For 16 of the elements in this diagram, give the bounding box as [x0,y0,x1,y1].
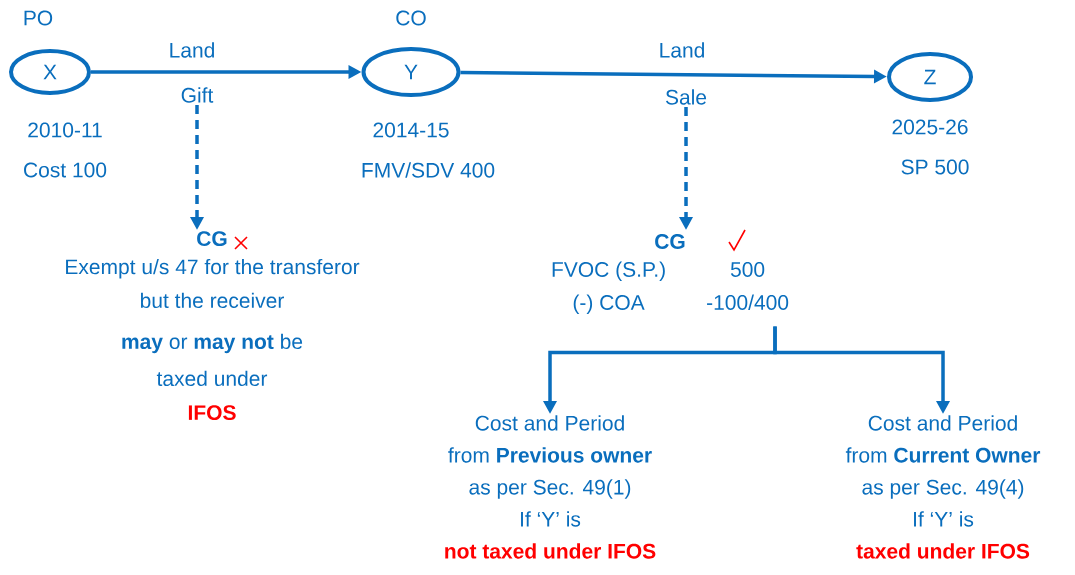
annotation-text: SP 500 [901,159,969,175]
edge-label: Land [657,41,707,59]
transfer-label: Gift [181,87,214,103]
annotation-text: PO [24,10,53,26]
computation-table: CG FVOC (S.P.) 500 (-) COA -100/400 [552,234,789,315]
note-text: Cost and Period from Previous owner as per Sec. 49(1) If ‘Y’ is not taxed under IFOS [445,415,656,559]
annotation-text: Cost 100 [24,162,107,178]
note-text: CG Exempt u/s 47 for the transferor but the receiver may or may not be taxed under IFOS [66,231,360,421]
note-text: Cost and Period from Current Owner as per Sec. 49(4) If ‘Y’ is taxed under IFOS [845,415,1041,559]
annotation-text: 2025-26 [892,119,968,135]
annotation-text: CO [396,10,426,26]
transfer-label: Sale [665,89,707,105]
annotation-text: 2010-11 [28,122,102,138]
annotation-text: FMV/SDV 400 [362,162,495,178]
annotation-text: 2014-15 [373,122,449,138]
edge-label: Land [167,41,217,59]
